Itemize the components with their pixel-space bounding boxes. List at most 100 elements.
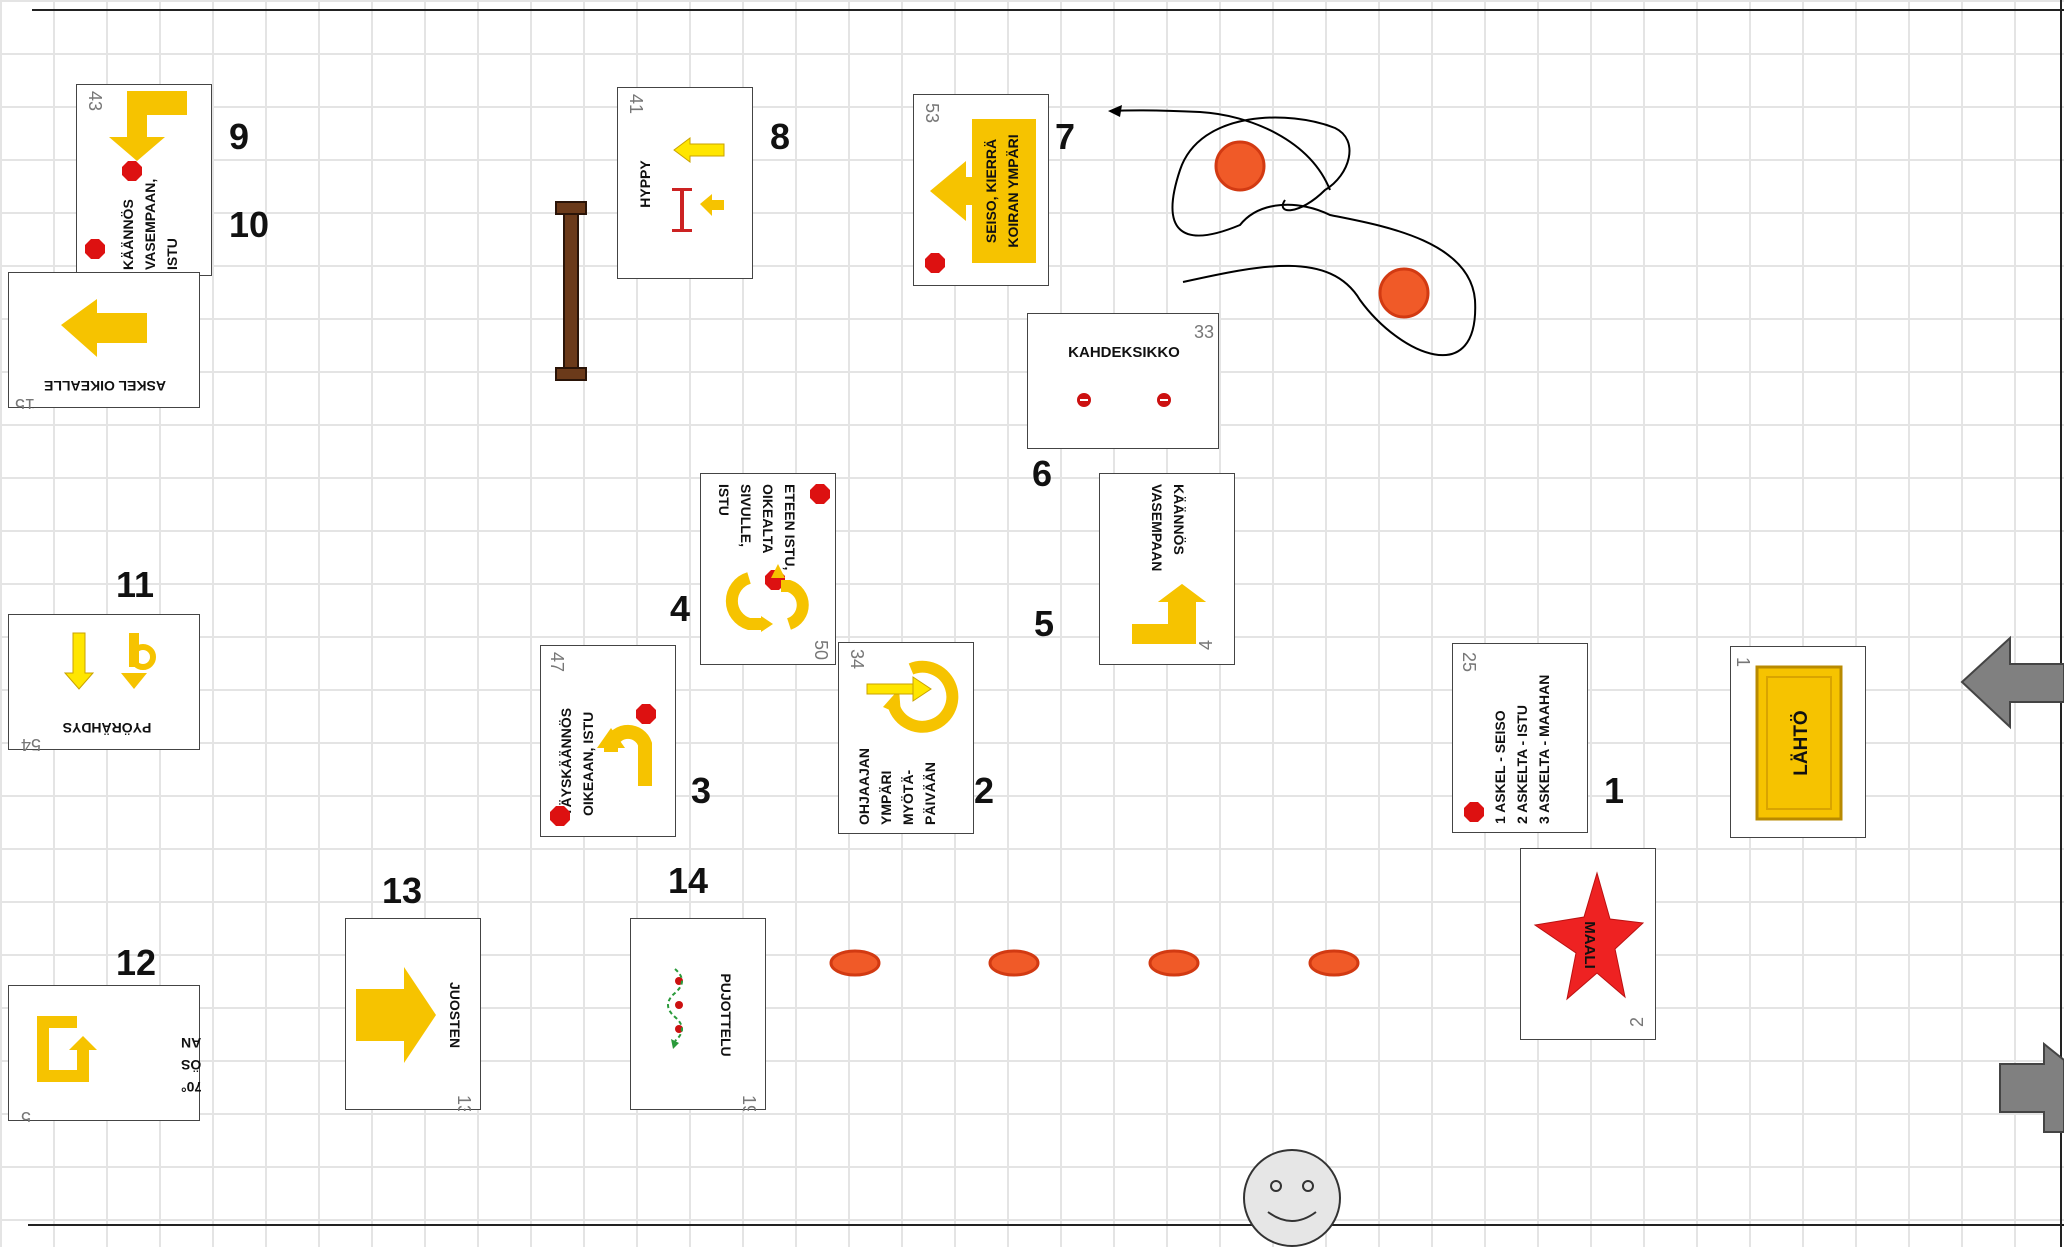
- station-number-11: 11: [116, 564, 154, 606]
- card-id: 25: [1459, 652, 1479, 672]
- station-number-10: 10: [229, 204, 269, 246]
- card-id: 5: [21, 1108, 31, 1122]
- stop-sign-icon: [1464, 802, 1484, 822]
- card-turn-270: 270° KÄÄNNÖS OIKEAAN 5: [8, 985, 200, 1121]
- card-label: LÄHTÖ: [1791, 710, 1812, 775]
- card-line: ETEEN ISTU,: [782, 484, 798, 570]
- cone-icon: [1380, 269, 1428, 317]
- card-line: KÄÄNNÖS: [181, 1057, 201, 1073]
- station-number-8: 8: [770, 116, 790, 158]
- card-line: KÄÄNNÖS: [120, 199, 136, 270]
- arrow-icon: [674, 138, 724, 162]
- card-line: ISTU: [716, 484, 732, 516]
- station-number-2: 2: [974, 770, 994, 812]
- card-line: 3 ASKELTA - MAAHAN: [1536, 675, 1552, 824]
- station-number-12: 12: [116, 942, 156, 984]
- card-sit-steps: 25 1 ASKEL - SEISO 2 ASKELTA - ISTU 3 AS…: [1452, 643, 1588, 833]
- station-number-3: 3: [691, 770, 711, 812]
- card-id: 2: [1627, 1017, 1647, 1027]
- stop-sign-icon: [810, 484, 830, 504]
- stop-sign-icon: [550, 806, 570, 826]
- card-id: 19: [739, 1095, 759, 1111]
- card-line: MYÖTÄ-: [900, 769, 916, 825]
- card-label: KAHDEKSIKKO: [1068, 344, 1180, 361]
- card-line: 2 ASKELTA - ISTU: [1514, 705, 1530, 824]
- cone-icon: [1150, 951, 1198, 975]
- card-line: ISTU: [164, 238, 180, 270]
- card-line: VASEMPAAN: [1149, 484, 1165, 571]
- card-id: 47: [547, 652, 567, 672]
- card-step-right: ASKEL OIKEALLE 15: [8, 272, 200, 408]
- card-figure-eight: KAHDEKSIKKO 33: [1027, 313, 1219, 449]
- card-line: SEISO, KIERRÄ: [983, 139, 999, 243]
- card-id: 50: [811, 640, 831, 660]
- card-id: 15: [15, 395, 35, 409]
- card-finish: MAALI 2: [1520, 848, 1656, 1040]
- station-number-7: 7: [1055, 116, 1075, 158]
- card-stand-circle: 53 SEISO, KIERRÄ KOIRAN YMPÄRI: [913, 94, 1049, 286]
- station-number-4: 4: [670, 588, 690, 630]
- station-number-14: 14: [668, 860, 708, 902]
- card-jump: 41 HYPPY: [617, 87, 753, 279]
- arrow-icon: [930, 161, 974, 221]
- card-line: 1 ASKEL - SEISO: [1492, 710, 1508, 824]
- cone-icon: [831, 951, 879, 975]
- smiley-icon: [1244, 1150, 1340, 1246]
- card-full-turn-right: 47 TÄYSKÄÄNNÖS OIKEAAN, ISTU: [540, 645, 676, 837]
- card-line: YMPÄRI: [878, 771, 894, 825]
- card-line: OIKEALTA: [760, 484, 776, 553]
- card-line: OHJAAJAN: [856, 748, 872, 825]
- card-id: 34: [847, 649, 867, 669]
- cone-icon: [1216, 142, 1264, 190]
- cone-icon: [1310, 951, 1358, 975]
- card-line: SIVULLE,: [738, 484, 754, 547]
- card-id: 13: [454, 1095, 474, 1111]
- station-number-1: 1: [1604, 770, 1624, 812]
- arrow-icon: [65, 633, 93, 689]
- card-line: OIKEAAN, ISTU: [580, 712, 596, 816]
- card-id: 33: [1194, 322, 1214, 342]
- card-line: KOIRAN YMPÄRI: [1005, 134, 1021, 247]
- card-label: MAALI: [1581, 921, 1598, 969]
- card-around-handler: 34 OHJAAJAN YMPÄRI MYÖTÄ- PÄIVÄÄN: [838, 642, 974, 834]
- card-label: PYÖRÄHDYS: [63, 720, 152, 736]
- arrow-icon: [109, 91, 187, 161]
- card-id: 43: [85, 91, 105, 111]
- cone-icon: [675, 1001, 683, 1009]
- card-weave: PUJOTTELU 19: [630, 918, 766, 1110]
- station-number-6: 6: [1032, 453, 1052, 495]
- stop-sign-icon: [925, 253, 945, 273]
- station-number-9: 9: [229, 116, 249, 158]
- jump-post-icon: [556, 202, 586, 380]
- card-line: KÄÄNNÖS: [1171, 484, 1187, 555]
- card-line: 270°: [181, 1079, 201, 1095]
- exit-arrow-icon: [2000, 1044, 2064, 1132]
- card-left-turn: KÄÄNNÖS VASEMPAAN 4: [1099, 473, 1235, 665]
- card-id: 1: [1733, 657, 1753, 667]
- cone-icon: [990, 951, 1038, 975]
- card-line: TÄYSKÄÄNNÖS: [558, 708, 574, 816]
- stop-sign-icon: [636, 704, 656, 724]
- stop-sign-icon: [122, 161, 142, 181]
- entry-arrow-icon: [1962, 638, 2064, 727]
- stop-sign-icon: [85, 239, 105, 259]
- card-line: OIKEAAN: [181, 1035, 201, 1051]
- card-line: VASEMPAAN,: [142, 179, 158, 270]
- card-front-sit: ETEEN ISTU, OIKEALTA SIVULLE, ISTU 50: [700, 473, 836, 665]
- card-run: JUOSTEN 13: [345, 918, 481, 1110]
- card-label: PUJOTTELU: [718, 973, 734, 1056]
- card-label: JUOSTEN: [447, 982, 463, 1048]
- card-line: PÄIVÄÄN: [922, 762, 938, 825]
- card-id: 4: [1196, 640, 1216, 650]
- card-id: 54: [21, 735, 41, 751]
- card-id: 53: [922, 103, 942, 123]
- card-label: ASKEL OIKEALLE: [44, 378, 166, 394]
- arrow-icon: [61, 299, 147, 357]
- card-left-turn-sit: 43 KÄÄNNÖS VASEMPAAN, ISTU: [76, 84, 212, 276]
- station-number-5: 5: [1034, 603, 1054, 645]
- arrow-icon: [356, 967, 436, 1063]
- card-spin: PYÖRÄHDYS 54: [8, 614, 200, 750]
- card-label: HYPPY: [637, 160, 653, 208]
- card-start: 1 LÄHTÖ: [1730, 646, 1866, 838]
- card-id: 41: [626, 94, 646, 114]
